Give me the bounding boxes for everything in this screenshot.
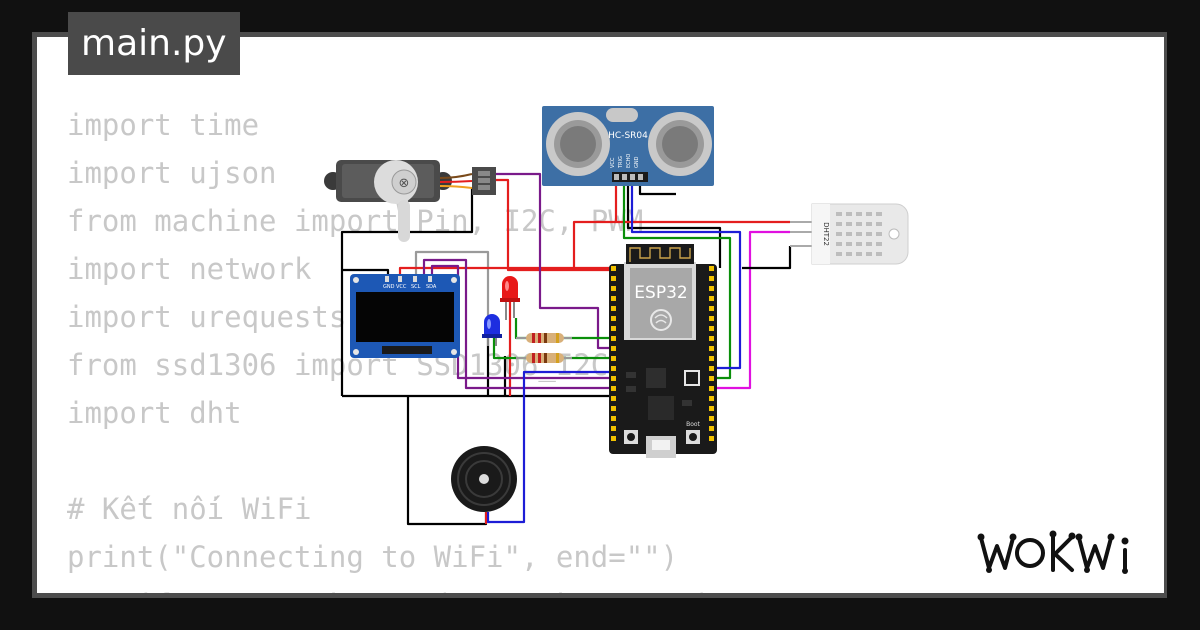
code-line: print("Connecting to WiFi", end="") (67, 540, 679, 574)
file-tab[interactable]: main.py (68, 12, 240, 75)
blue-led-icon (482, 314, 502, 346)
buzzer-icon (451, 446, 517, 524)
servo-motor-icon: ⊗ (324, 160, 496, 242)
ultrasonic-pin-label: ECHO (626, 154, 632, 168)
code-preview: import time import ujson from machine im… (67, 101, 713, 593)
code-line: import time (67, 108, 260, 142)
oled-display-icon: GND VCC SCL SDA (350, 274, 460, 358)
oled-pin-label: GND (383, 284, 395, 290)
esp32-board-icon: ESP32 Boot (609, 244, 717, 458)
dht22-sensor-icon: DHT22 (790, 203, 909, 265)
oled-pin-label: VCC (396, 284, 407, 290)
esp32-header-pins (611, 266, 714, 441)
wokwi-logo (977, 530, 1129, 574)
wire-grey (414, 250, 490, 326)
oled-pin-label: SDA (426, 284, 437, 290)
code-line: sta_if = network.WLAN(network.STA_IF) (67, 581, 713, 593)
oled-pin-label: SCL (411, 284, 421, 290)
wire-purple (430, 264, 612, 380)
wire-magenta (712, 230, 790, 390)
boot-button-label: Boot (686, 421, 700, 428)
ultrasonic-sensor-icon: HC-SR04 VCC TRIG ECHO GND (542, 106, 714, 186)
wire-purple (472, 172, 612, 350)
ultrasonic-pin-label: VCC (610, 157, 616, 168)
wire-black (742, 246, 792, 270)
wire-black (626, 180, 722, 268)
dht22-label: DHT22 (822, 222, 830, 246)
wire-purple (422, 258, 612, 390)
wire-blue (630, 180, 742, 370)
ultrasonic-label: HC-SR04 (608, 131, 648, 141)
wire-green (622, 180, 732, 380)
resistor-icon (516, 333, 572, 343)
code-line: import ujson (67, 156, 277, 190)
code-line: import urequests (67, 300, 347, 334)
resistor-icon (516, 353, 572, 363)
code-line: import dht (67, 396, 242, 430)
esp32-label: ESP32 (634, 283, 687, 303)
wire-blue (486, 370, 612, 524)
svg-text:⊗: ⊗ (399, 176, 410, 191)
code-line: # Kết nối WiFi (67, 492, 312, 526)
ultrasonic-pin-label: TRIG (618, 156, 624, 169)
wire-green (492, 336, 612, 360)
code-line: import network (67, 252, 312, 286)
red-led-icon (500, 276, 520, 320)
wire-red (572, 220, 790, 268)
ultrasonic-pin-label: GND (634, 156, 640, 168)
